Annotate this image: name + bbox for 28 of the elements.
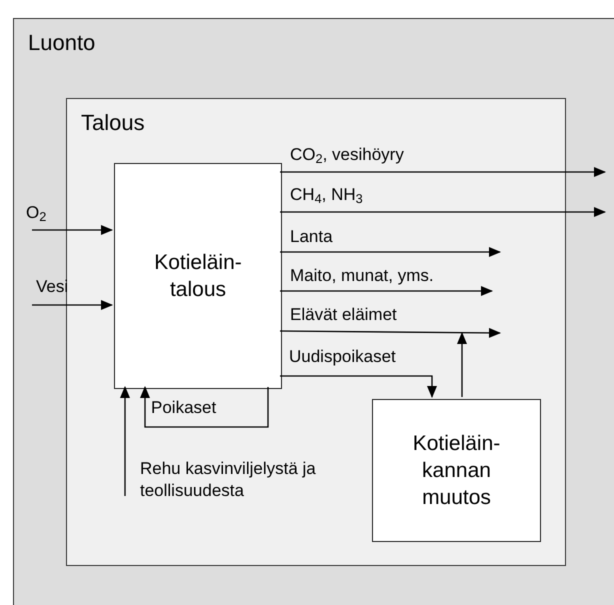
economy-frame [66, 98, 566, 566]
arrow [280, 328, 501, 338]
edge-label: Poikaset [151, 397, 216, 419]
edge-label: Elävät eläimet [290, 304, 397, 326]
edge-label: Lanta [290, 226, 333, 248]
arrow [280, 247, 501, 257]
edge-label: Uudispoikaset [289, 346, 396, 368]
arrow [280, 167, 606, 177]
edge-label: Maito, munat, yms. [290, 265, 434, 287]
arrow [32, 225, 113, 235]
process-box [372, 399, 541, 542]
arrow [120, 386, 130, 496]
arrow [280, 375, 437, 398]
arrow [280, 207, 606, 217]
edge-label: Rehu kasvinviljelystä ja teollisuudesta [140, 458, 317, 502]
arrow [32, 300, 113, 310]
arrow [280, 286, 493, 296]
edge-label: CO$_{2}$, vesihöyry [290, 144, 404, 166]
arrow [457, 332, 467, 397]
arrow [140, 386, 269, 428]
nature-frame [13, 18, 614, 605]
frame-title: Luonto [28, 29, 96, 56]
process-box [114, 163, 282, 389]
edge-label: CH$_{4}$, NH$_{3}$ [290, 184, 363, 206]
frame-title: Talous [81, 109, 145, 136]
box-label: Kotieläin- talous [153, 250, 243, 303]
edge-label: O$_{2}$ [26, 202, 46, 224]
box-label: Kotieläin- kannan muutos [412, 430, 502, 512]
